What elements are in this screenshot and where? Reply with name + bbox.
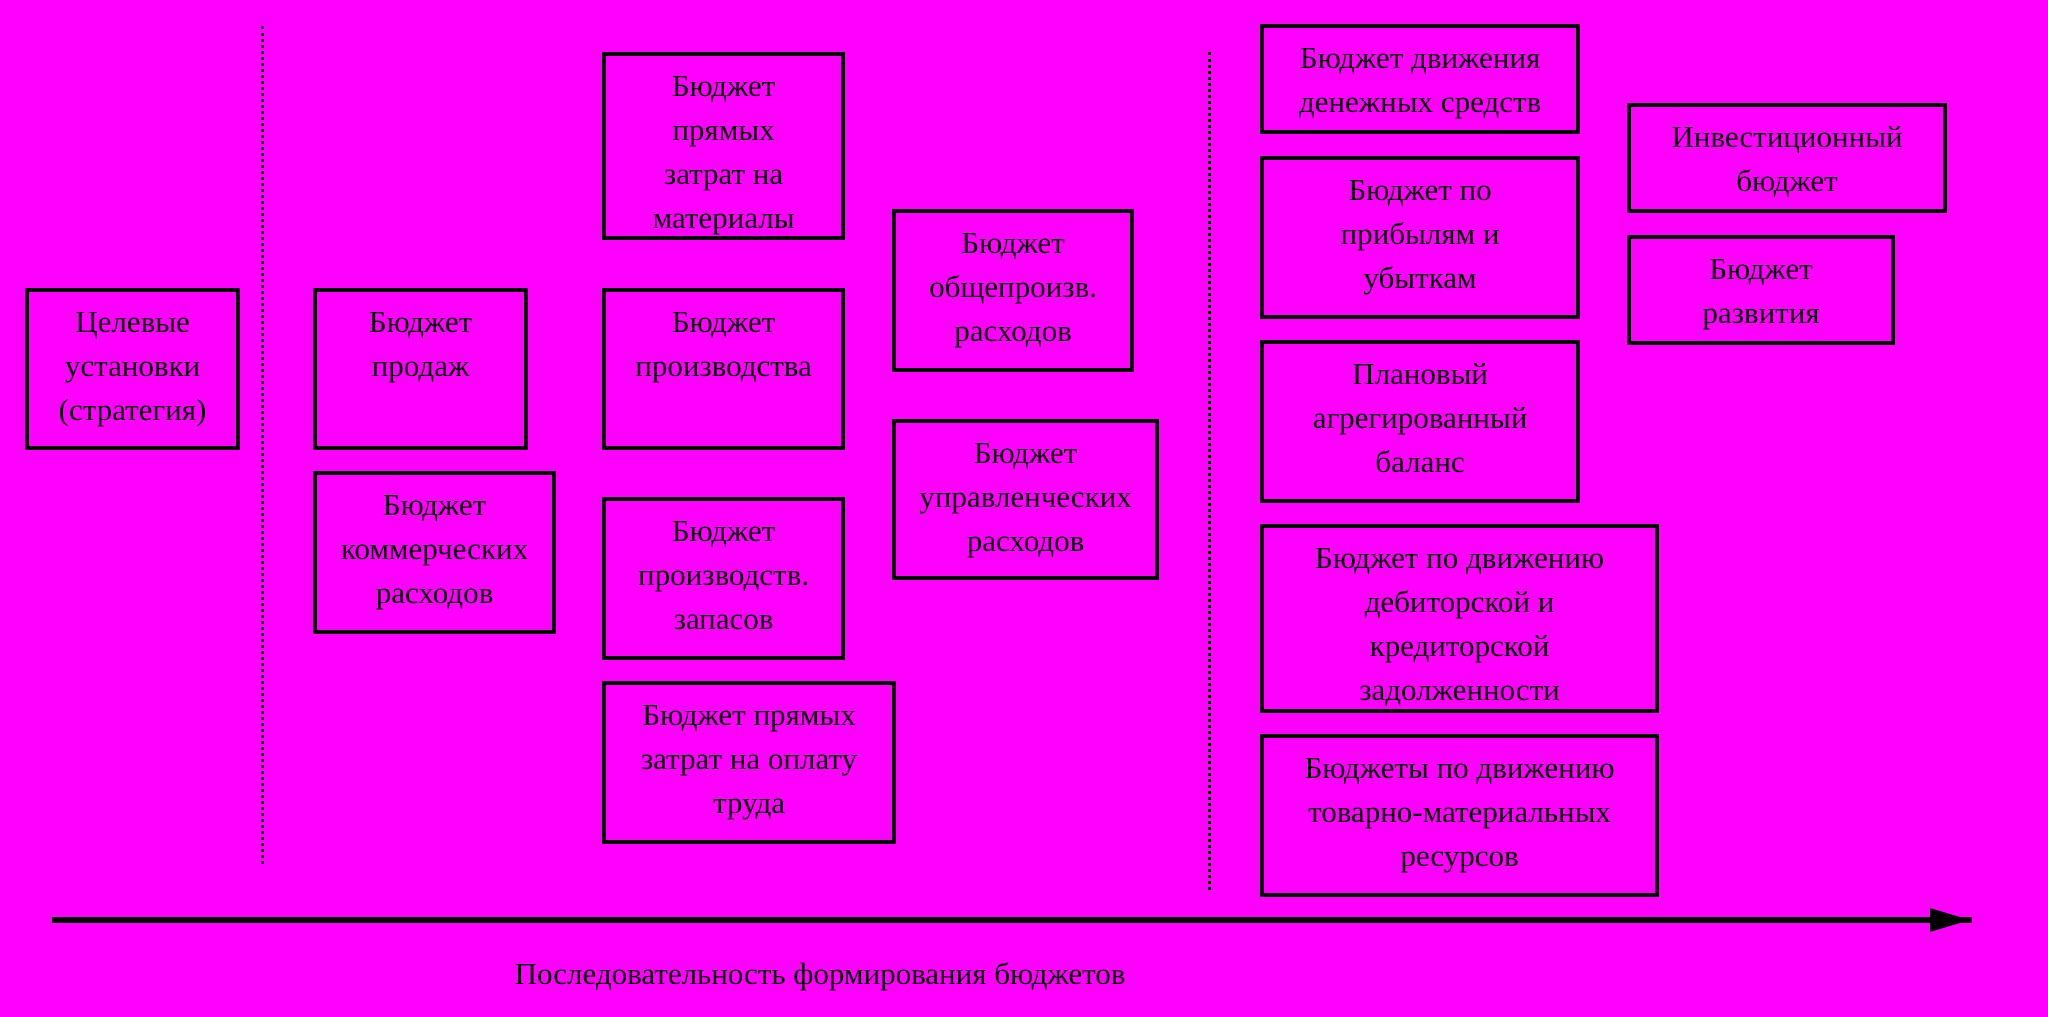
separator-right [1208, 52, 1211, 890]
box-goals: Целевые установки (стратегия) [25, 288, 240, 450]
box-production-budget: Бюджет производства [602, 288, 845, 450]
box-sales-budget: Бюджет продаж [313, 288, 528, 450]
box-administrative-expenses-budget: Бюджет управленческих расходов [892, 419, 1159, 580]
box-profit-loss-budget: Бюджет по прибылям и убыткам [1260, 156, 1580, 319]
box-production-inventory-budget: Бюджет производств. запасов [602, 497, 845, 660]
sequence-arrow-label: Последовательность формирования бюджетов [514, 956, 1126, 991]
sequence-arrow-head [1930, 908, 1970, 932]
box-inventory-movement-budgets: Бюджеты по движению товарно-материальных… [1260, 734, 1659, 897]
box-receivables-payables-budget: Бюджет по движению дебиторской и кредито… [1260, 524, 1659, 713]
box-direct-labor-budget: Бюджет прямых затрат на оплату труда [602, 681, 896, 844]
box-direct-materials-budget: Бюджет прямых затрат на материалы [602, 52, 845, 240]
box-planned-balance: Плановый агрегированный баланс [1260, 340, 1580, 503]
box-commercial-expenses-budget: Бюджет коммерческих расходов [313, 471, 556, 634]
box-overhead-budget: Бюджет общепроизв. расходов [892, 209, 1134, 372]
box-development-budget: Бюджет развития [1627, 235, 1895, 345]
box-investment-budget: Инвестиционный бюджет [1627, 103, 1947, 213]
sequence-arrow-line [52, 917, 1972, 923]
separator-left [261, 26, 264, 864]
box-cash-flow-budget: Бюджет движения денежных средств [1260, 24, 1580, 134]
